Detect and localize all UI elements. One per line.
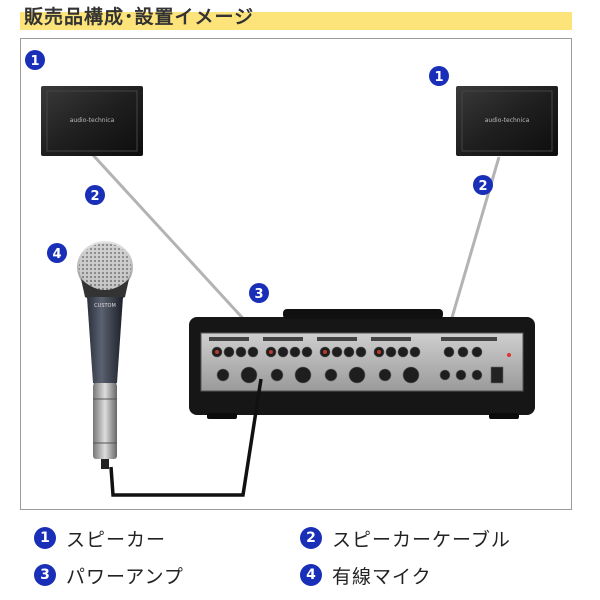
legend-label: スピーカーケーブル — [332, 528, 511, 551]
wired-microphone: CUSTOM — [77, 241, 133, 469]
installation-diagram: audio-technica audio-technica — [20, 38, 572, 510]
legend-label: パワーアンプ — [66, 565, 184, 588]
speaker-right: audio-technica — [456, 86, 558, 156]
svg-text:2: 2 — [478, 179, 487, 194]
legend-item-speaker-cable: 2 スピーカーケーブル — [300, 523, 511, 553]
legend-label: スピーカー — [66, 528, 167, 551]
badge-amp: 3 — [249, 283, 269, 303]
svg-text:1: 1 — [30, 54, 39, 69]
speaker-left: audio-technica — [41, 86, 143, 156]
legend-label: 有線マイク — [332, 565, 432, 588]
mic-cable — [109, 378, 263, 497]
badge-mic: 4 — [47, 243, 67, 263]
diagram-badges: 1 1 2 2 3 4 — [25, 50, 493, 303]
legend-item-power-amp: 3 パワーアンプ — [34, 560, 184, 590]
diagram-illustration: audio-technica audio-technica — [41, 86, 558, 497]
svg-text:4: 4 — [52, 247, 61, 262]
legend-badge: 2 — [300, 527, 322, 549]
svg-text:2: 2 — [90, 189, 99, 204]
svg-text:3: 3 — [254, 287, 263, 302]
section-title: 販売品構成･設置イメージ — [20, 0, 572, 30]
speaker-cable-left — [91, 153, 251, 327]
badge-cable-right: 2 — [473, 175, 493, 195]
svg-text:1: 1 — [434, 70, 443, 85]
power-amplifier — [189, 309, 535, 419]
legend-badge: 3 — [34, 564, 56, 586]
mic-brand: CUSTOM — [94, 303, 116, 309]
title-highlight — [20, 12, 572, 30]
speaker-right-brand: audio-technica — [485, 117, 530, 124]
speaker-left-brand: audio-technica — [70, 117, 115, 124]
legend-item-wired-mic: 4 有線マイク — [300, 560, 432, 590]
badge-cable-left: 2 — [85, 185, 105, 205]
legend-badge: 1 — [34, 527, 56, 549]
legend-item-speaker: 1 スピーカー — [34, 523, 166, 553]
badge-speaker-right: 1 — [429, 66, 449, 86]
section-title-text: 販売品構成･設置イメージ — [24, 6, 255, 28]
badge-speaker-left: 1 — [25, 50, 45, 70]
legend-badge: 4 — [300, 564, 322, 586]
